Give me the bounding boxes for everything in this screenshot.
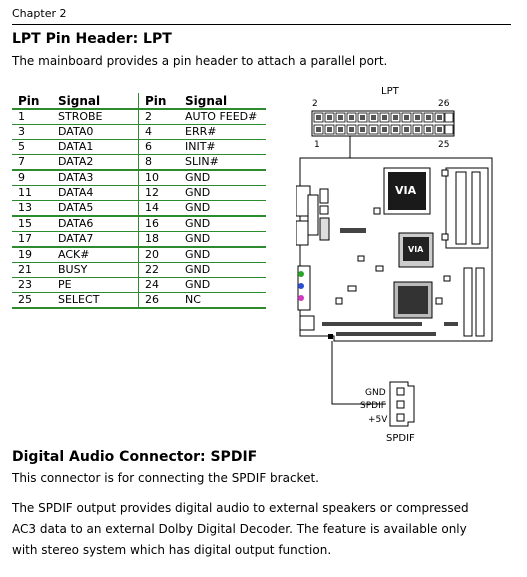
pin-cell: 22 — [138, 262, 179, 278]
pin-cell: 14 — [138, 200, 179, 217]
motherboard-outline: VIA VIA — [295, 157, 493, 342]
pin-cell: 21 — [12, 262, 52, 278]
signal-cell: PE — [52, 277, 139, 293]
signal-cell: INIT# — [179, 139, 266, 155]
signal-cell: DATA2 — [52, 154, 139, 171]
signal-cell: STROBE — [52, 109, 139, 125]
pin-cell: 19 — [12, 247, 52, 263]
table-row: 19 ACK# 20 GND — [12, 247, 266, 263]
pin-cell: 23 — [12, 277, 52, 293]
pin-cell: 2 — [138, 109, 179, 125]
signal-cell: AUTO FEED# — [179, 109, 266, 125]
signal-cell: ACK# — [52, 247, 139, 263]
svg-text:VIA: VIA — [395, 184, 417, 197]
signal-cell: DATA0 — [52, 124, 139, 140]
table-header-row: Pin Signal Pin Signal — [12, 93, 266, 110]
pin-cell: 7 — [12, 154, 52, 171]
table-row: 5 DATA1 6 INIT# — [12, 139, 266, 155]
signal-cell: SELECT — [52, 292, 139, 309]
pin-cell: 26 — [138, 292, 179, 309]
pin-cell: 24 — [138, 277, 179, 293]
pin-cell: 12 — [138, 185, 179, 201]
pin-cell: 17 — [12, 231, 52, 248]
spdif-line2: The SPDIF output provides digital audio … — [12, 501, 469, 515]
pin-label-1: 1 — [314, 140, 320, 150]
pin-cell: 3 — [12, 124, 52, 140]
signal-cell: GND — [179, 185, 266, 201]
spdif-title: Digital Audio Connector: SPDIF — [12, 449, 258, 465]
signal-cell: GND — [179, 216, 266, 232]
lpt-diagram-label: LPT — [381, 86, 400, 97]
table-row: 15 DATA6 16 GND — [12, 216, 266, 232]
signal-cell: DATA7 — [52, 231, 139, 248]
lpt-pin-header-icon — [311, 110, 455, 137]
header-rule — [12, 24, 511, 25]
signal-cell: NC — [179, 292, 266, 309]
col-signal-2: Signal — [179, 93, 266, 110]
spdif-diagram-label: SPDIF — [386, 433, 415, 444]
lpt-title: LPT Pin Header: LPT — [12, 31, 172, 47]
signal-cell: GND — [179, 170, 266, 186]
board-diagram: LPT 2 26 1 25 — [295, 86, 496, 456]
col-pin: Pin — [12, 93, 52, 110]
chapter-label: Chapter 2 — [12, 7, 67, 20]
spdif-pin-5v: +5V — [368, 415, 388, 425]
pin-cell: 1 — [12, 109, 52, 125]
pin-cell: 18 — [138, 231, 179, 248]
pin-cell: 20 — [138, 247, 179, 263]
pin-cell: 10 — [138, 170, 179, 186]
signal-cell: BUSY — [52, 262, 139, 278]
table-row: 23 PE 24 GND — [12, 277, 266, 293]
signal-cell: DATA4 — [52, 185, 139, 201]
spdif-pin-spdif: SPDIF — [360, 401, 386, 411]
signal-cell: GND — [179, 200, 266, 217]
pin-cell: 13 — [12, 200, 52, 217]
pin-cell: 8 — [138, 154, 179, 171]
spdif-pin-gnd: GND — [365, 388, 386, 398]
spdif-line3: AC3 data to an external Dolby Digital De… — [12, 522, 467, 536]
pin-cell: 11 — [12, 185, 52, 201]
col-pin-2: Pin — [138, 93, 179, 110]
pin-label-25: 25 — [438, 140, 449, 150]
table-row: 13 DATA5 14 GND — [12, 200, 266, 217]
pin-label-26: 26 — [438, 99, 450, 109]
pin-cell: 4 — [138, 124, 179, 140]
table-row: 25 SELECT 26 NC — [12, 292, 266, 309]
spdif-connector-icon — [389, 381, 415, 427]
pin-label-2: 2 — [312, 99, 318, 109]
pin-cell: 16 — [138, 216, 179, 232]
table-row: 7 DATA2 8 SLIN# — [12, 154, 266, 171]
pin-cell: 15 — [12, 216, 52, 232]
signal-cell: DATA1 — [52, 139, 139, 155]
table-row: 1 STROBE 2 AUTO FEED# — [12, 109, 266, 125]
table-row: 21 BUSY 22 GND — [12, 262, 266, 278]
pin-cell: 9 — [12, 170, 52, 186]
signal-cell: DATA3 — [52, 170, 139, 186]
signal-cell: DATA6 — [52, 216, 139, 232]
signal-cell: ERR# — [179, 124, 266, 140]
signal-cell: GND — [179, 231, 266, 248]
signal-cell: GND — [179, 262, 266, 278]
pin-cell: 6 — [138, 139, 179, 155]
svg-text:VIA: VIA — [408, 245, 424, 254]
signal-cell: GND — [179, 247, 266, 263]
signal-cell: SLIN# — [179, 154, 266, 171]
signal-cell: DATA5 — [52, 200, 139, 217]
table-row: 17 DATA7 18 GND — [12, 231, 266, 248]
lpt-description: The mainboard provides a pin header to a… — [12, 54, 388, 68]
table-row: 9 DATA3 10 GND — [12, 170, 266, 186]
table-row: 3 DATA0 4 ERR# — [12, 124, 266, 140]
pin-cell: 5 — [12, 139, 52, 155]
signal-cell: GND — [179, 277, 266, 293]
pin-cell: 25 — [12, 292, 52, 309]
lpt-pin-table: Pin Signal Pin Signal 1 STROBE 2 AUTO FE… — [12, 93, 266, 309]
spdif-line1: This connector is for connecting the SPD… — [12, 471, 319, 485]
table-row: 11 DATA4 12 GND — [12, 185, 266, 201]
spdif-line4: with stereo system which has digital out… — [12, 543, 332, 557]
col-signal: Signal — [52, 93, 139, 110]
